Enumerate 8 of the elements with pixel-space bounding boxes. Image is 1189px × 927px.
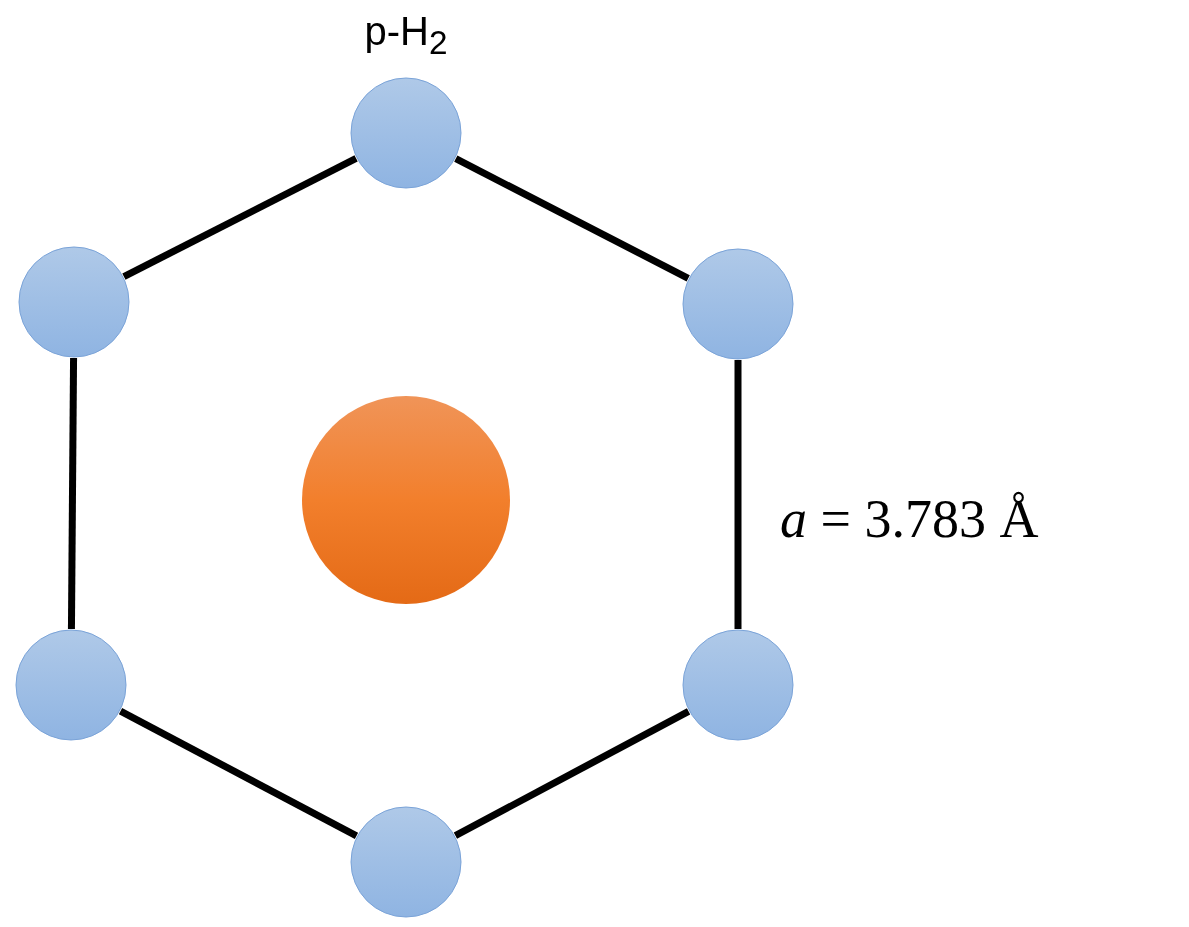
connector-line	[67, 357, 78, 630]
connector-line	[453, 708, 691, 839]
lattice-constant-label: a = 3.783 Å	[780, 488, 1039, 550]
connector-line	[118, 708, 359, 839]
connector-line	[454, 155, 690, 282]
connector-line	[122, 155, 358, 280]
molecule-label: p-H$_{2}$	[363, 8, 449, 63]
connector-line	[734, 360, 742, 629]
